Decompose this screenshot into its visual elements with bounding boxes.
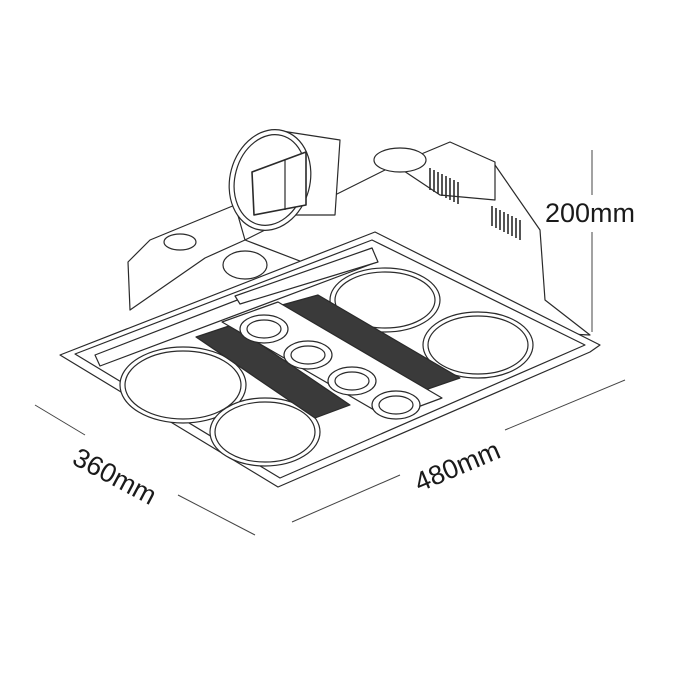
side-louvers [429,168,521,240]
vent-grilles [195,294,461,419]
heat-lamps [119,267,534,467]
height-dimension: 200mm [545,198,636,228]
housing [127,141,591,336]
dimension-lines [34,150,626,536]
duct-outlet [228,129,341,231]
led-panel [221,301,443,420]
